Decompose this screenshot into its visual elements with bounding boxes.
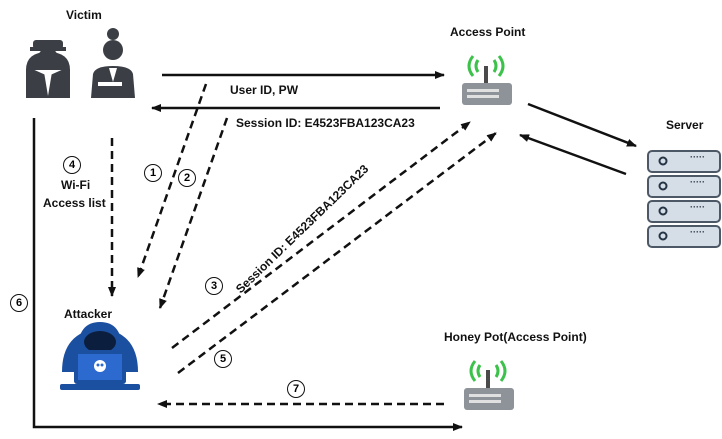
step-2-badge: 2 bbox=[178, 169, 196, 187]
server-slot-label-3: ····· bbox=[690, 202, 705, 212]
server-slot-label-4: ····· bbox=[690, 227, 705, 237]
server-icon bbox=[647, 150, 721, 248]
arrow-step3 bbox=[171, 121, 471, 349]
victim-label: Victim bbox=[66, 8, 102, 22]
server-label: Server bbox=[666, 118, 704, 132]
access-point-router-icon bbox=[462, 55, 512, 105]
hacker-icon bbox=[60, 322, 140, 390]
server-slot-label-1: ····· bbox=[690, 152, 705, 162]
step-6-badge: 6 bbox=[10, 294, 28, 312]
flight-attendant-icon bbox=[91, 28, 135, 98]
arrow-server-to-ap bbox=[519, 133, 627, 176]
server-slot-label-2: ····· bbox=[690, 177, 705, 187]
access-list-label: Access list bbox=[43, 196, 106, 210]
step-7-badge: 7 bbox=[287, 380, 305, 398]
arrow-ap-to-server bbox=[527, 102, 637, 148]
step-1-badge: 1 bbox=[144, 164, 162, 182]
access-point-label: Access Point bbox=[450, 25, 526, 39]
arrow-step1 bbox=[136, 83, 208, 278]
arrow-step5 bbox=[177, 132, 497, 374]
honeypot-router-icon bbox=[464, 360, 514, 410]
step-4-badge: 4 bbox=[63, 156, 81, 174]
step-3-badge: 3 bbox=[205, 277, 223, 295]
session-id-label: Session ID: E4523FBA123CA23 bbox=[236, 116, 415, 130]
honeypot-label: Honey Pot(Access Point) bbox=[444, 330, 587, 344]
wifi-label: Wi-Fi bbox=[61, 178, 91, 192]
attacker-label: Attacker bbox=[64, 307, 113, 321]
arrow-victim-to-honeypot bbox=[32, 118, 463, 431]
step-5-badge: 5 bbox=[214, 350, 232, 368]
user-id-pw-label: User ID, PW bbox=[230, 83, 299, 97]
pilot-icon bbox=[26, 40, 70, 98]
arrow-step2 bbox=[158, 117, 229, 309]
